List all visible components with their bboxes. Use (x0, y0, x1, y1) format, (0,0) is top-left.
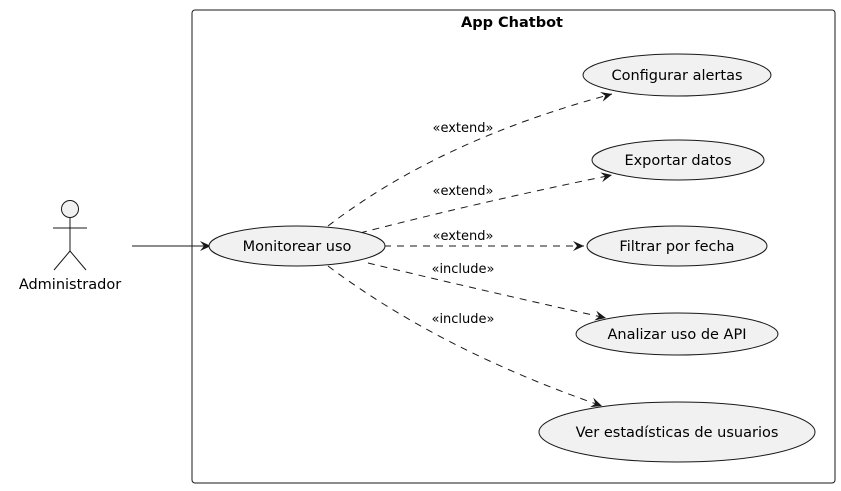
include-line-analizar (367, 262, 607, 321)
use-case-monitorear-uso[interactable]: Monitorear uso (208, 225, 386, 267)
use-case-shape (582, 53, 772, 97)
label-extend-exportar: «extend» (433, 184, 494, 199)
use-case-ver-estadisticas[interactable]: Ver estadísticas de usuarios (538, 401, 816, 463)
use-case-shape (591, 139, 765, 181)
label-include-ver: «include» (431, 312, 494, 327)
label-extend-configurar: «extend» (433, 121, 494, 136)
relations (327, 92, 613, 408)
actor-label: Administrador (19, 277, 121, 293)
use-case-filtrar-por-fecha[interactable]: Filtrar por fecha (586, 225, 768, 267)
use-case-analizar-uso-api[interactable]: Analizar uso de API (575, 312, 779, 356)
actor-administrador[interactable]: Administrador (19, 200, 121, 294)
use-case-shape (538, 401, 816, 463)
actor-head (61, 200, 79, 218)
extend-line-exportar (359, 172, 613, 234)
use-case-label: Filtrar por fecha (619, 239, 734, 255)
system-title: App Chatbot (461, 15, 563, 31)
actor-right-leg (69, 250, 87, 271)
include-line-ver (327, 265, 603, 408)
use-case-label: Monitorear uso (243, 239, 352, 255)
use-case-label: Ver estadísticas de usuarios (576, 425, 779, 441)
extend-line-configurar (327, 92, 613, 227)
use-case-label: Configurar alertas (611, 68, 742, 84)
use-case-shape (208, 225, 386, 267)
use-case-exportar-datos[interactable]: Exportar datos (591, 139, 765, 181)
actor-left-leg (53, 250, 71, 271)
use-case-label: Exportar datos (624, 153, 731, 169)
label-extend-filtrar: «extend» (433, 229, 494, 244)
use-case-configurar-alertas[interactable]: Configurar alertas (582, 53, 772, 97)
use-case-label: Analizar uso de API (607, 327, 746, 343)
use-case-shape (586, 225, 768, 267)
use-case-shape (575, 312, 779, 356)
label-include-analizar: «include» (431, 262, 494, 277)
